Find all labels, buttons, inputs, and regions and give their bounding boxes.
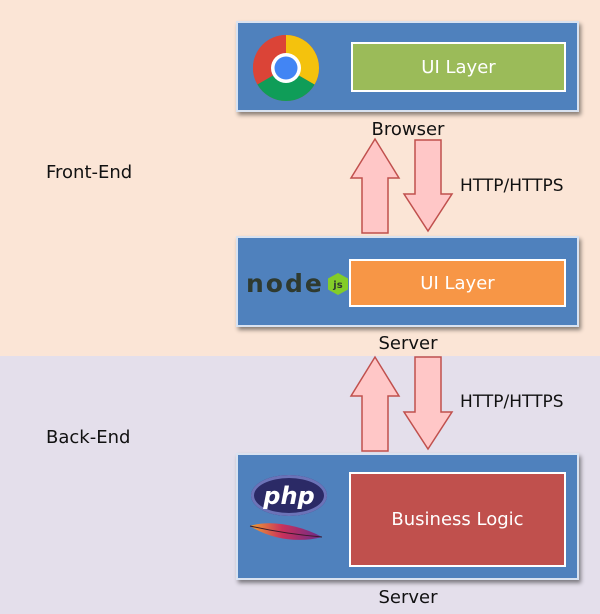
node-server-caption: Server <box>378 333 438 354</box>
php-logo: php <box>251 475 327 516</box>
up-arrow-top <box>349 137 401 234</box>
business-logic-layer: Business Logic <box>349 472 566 567</box>
node-server-tier: node js UI Layer <box>236 236 579 327</box>
nodejs-wordmark: node <box>246 269 324 298</box>
down-arrow-top <box>402 139 454 233</box>
protocol-label-top: HTTP/HTTPS <box>460 176 564 196</box>
protocol-label-bottom: HTTP/HTTPS <box>460 392 564 412</box>
browser-caption: Browser <box>371 119 445 140</box>
nodejs-logo: node js <box>246 269 349 298</box>
back-end-label: Back-End <box>46 427 131 448</box>
front-end-label: Front-End <box>46 162 133 183</box>
apache-feather-icon <box>249 523 323 540</box>
ui-layer-node: UI Layer <box>349 259 566 307</box>
php-wordmark: php <box>263 481 315 510</box>
chrome-icon <box>252 34 320 102</box>
browser-tier: UI Layer <box>236 21 579 112</box>
svg-text:js: js <box>332 280 342 291</box>
up-arrow-bottom <box>349 355 401 452</box>
nodejs-hexagon-icon: js <box>327 273 348 295</box>
backend-server-tier: php Business Logic <box>236 453 579 580</box>
backend-server-caption: Server <box>378 587 438 608</box>
ui-layer-browser: UI Layer <box>351 42 566 92</box>
down-arrow-bottom <box>402 356 454 451</box>
